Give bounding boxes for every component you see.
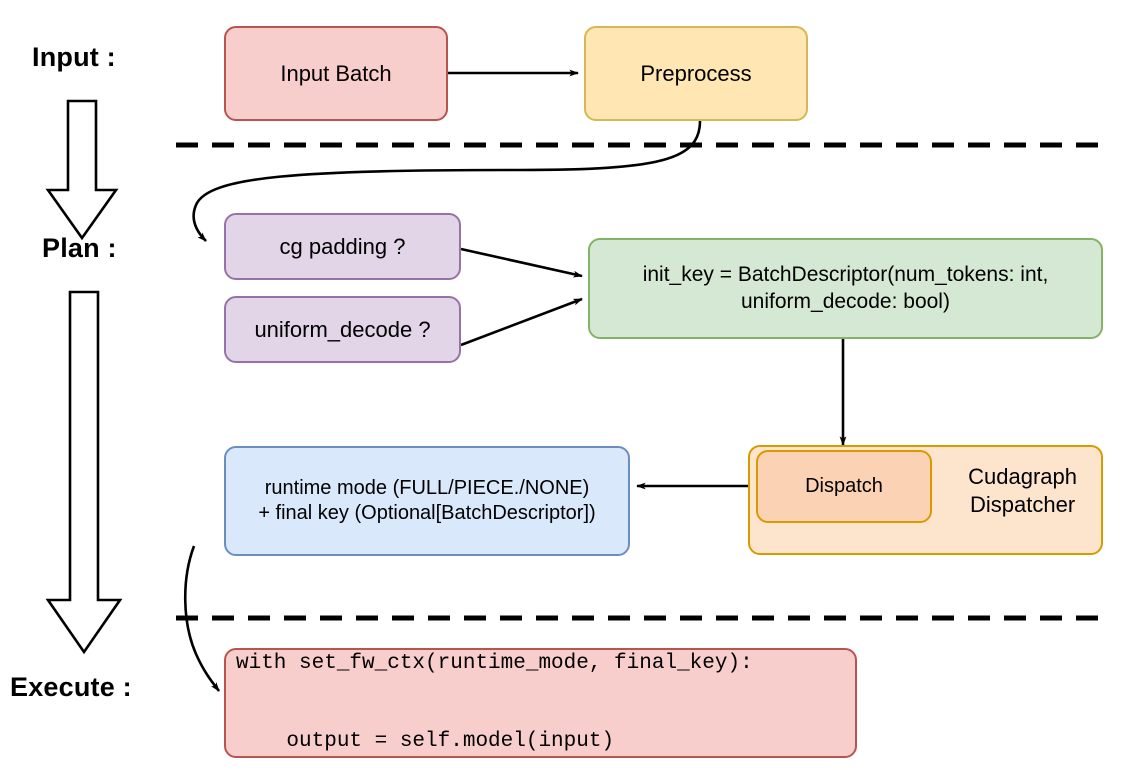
node-execute-code-line1: with set_fw_ctx(runtime_mode, final_key)…	[236, 651, 753, 675]
node-init-key-text: init_key = BatchDescriptor(num_tokens: i…	[643, 262, 1049, 315]
node-input-batch[interactable]: Input Batch	[224, 26, 448, 121]
plan-to-execute-block-arrow	[45, 290, 123, 655]
node-runtime-mode[interactable]: runtime mode (FULL/PIECE./NONE) + final …	[224, 446, 630, 556]
node-runtime-mode-text: runtime mode (FULL/PIECE./NONE) + final …	[258, 476, 595, 526]
node-runtime-mode-line2: + final key (Optional[BatchDescriptor])	[258, 502, 596, 524]
node-execute-code-text: with set_fw_ctx(runtime_mode, final_key)…	[236, 598, 753, 770]
node-dispatch-label: Dispatch	[805, 475, 883, 497]
node-init-key[interactable]: init_key = BatchDescriptor(num_tokens: i…	[588, 238, 1103, 339]
node-cg-padding-label: cg padding ?	[279, 233, 406, 259]
edge-runtime-mode-to-exec	[183, 545, 221, 692]
node-init-key-line2: uniform_decode: bool)	[741, 289, 950, 313]
node-cg-padding[interactable]: cg padding ?	[224, 213, 461, 280]
node-uniform-decode[interactable]: uniform_decode ?	[224, 296, 461, 363]
node-preprocess-label: Preprocess	[640, 60, 752, 86]
node-cudagraph-dispatcher-text: Cudagraph Dispatcher	[968, 447, 1101, 518]
node-cudagraph-dispatcher-line1: Cudagraph	[968, 464, 1077, 489]
node-uniform-decode-label: uniform_decode ?	[254, 316, 431, 342]
stage-label-execute: Execute :	[10, 672, 132, 702]
node-execute-code-line2: output = self.model(input)	[236, 730, 615, 754]
input-to-plan-block-arrow	[45, 99, 119, 241]
node-input-batch-label: Input Batch	[280, 60, 392, 86]
node-dispatch[interactable]: Dispatch	[756, 450, 932, 523]
stage-label-plan: Plan :	[42, 233, 117, 263]
node-cudagraph-dispatcher-line2: Dispatcher	[969, 491, 1076, 517]
node-execute-code[interactable]: with set_fw_ctx(runtime_mode, final_key)…	[224, 648, 857, 758]
node-init-key-line1: init_key = BatchDescriptor(num_tokens: i…	[642, 263, 1049, 287]
node-preprocess[interactable]: Preprocess	[584, 26, 808, 121]
node-runtime-mode-line1: runtime mode (FULL/PIECE./NONE)	[264, 477, 590, 499]
edge-uniform-decode-to-init-key	[460, 297, 583, 347]
edge-cg-padding-to-init-key	[460, 247, 583, 278]
stage-label-input: Input :	[32, 42, 116, 72]
